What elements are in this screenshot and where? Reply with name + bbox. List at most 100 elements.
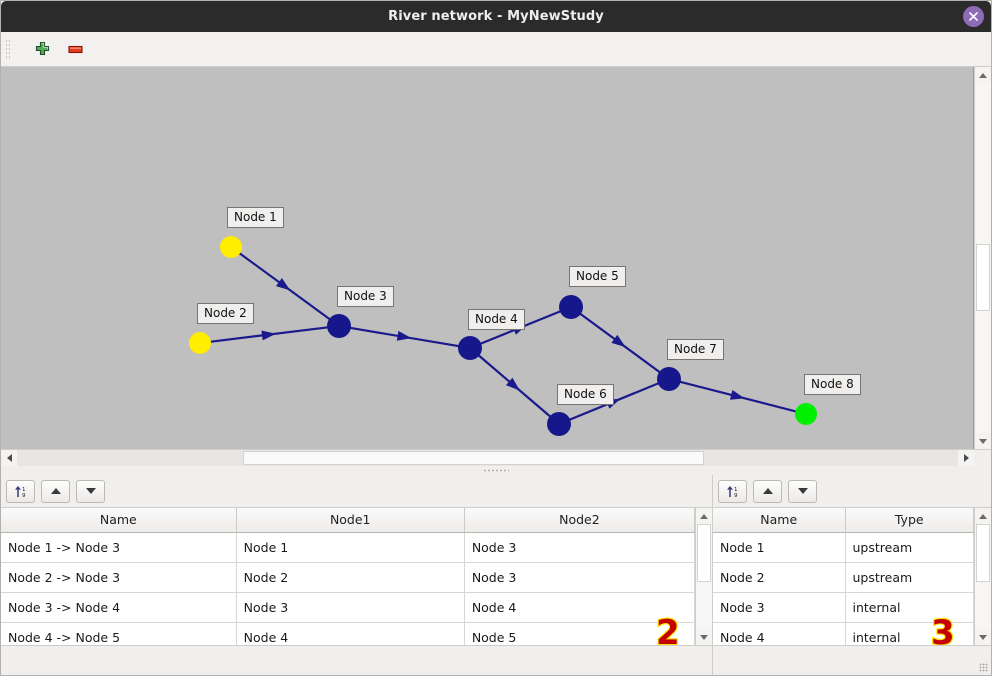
arrow-up-icon [763,488,773,494]
table-row[interactable]: Node 4internal [713,622,973,645]
reaches-vscroll-track[interactable] [696,524,712,629]
table-row[interactable]: Node 4 -> Node 5Node 4Node 5 [1,622,695,645]
table-cell[interactable]: internal [845,622,973,645]
pane-splitter[interactable] [1,466,991,475]
graph-node[interactable] [657,367,681,391]
column-header[interactable]: Node1 [236,508,464,532]
nodes-toolbar: 1 9 [713,475,991,507]
graph-node[interactable] [458,336,482,360]
table-cell[interactable]: Node 2 [713,562,845,592]
table-cell[interactable]: Node 3 [464,562,694,592]
add-node-button[interactable] [28,35,56,63]
reaches-table-scroll: NameNode1Node2 Node 1 -> Node 3Node 1Nod… [1,508,695,645]
table-cell[interactable]: Node 3 [713,592,845,622]
scroll-up-button[interactable] [975,67,991,83]
canvas-hscroll-track[interactable] [17,450,958,466]
nodes-table[interactable]: NameType Node 1upstreamNode 2upstreamNod… [713,508,974,645]
table-row[interactable]: Node 2 -> Node 3Node 2Node 3 [1,562,695,592]
node-label[interactable]: Node 7 [667,339,724,360]
green-plus-icon [34,41,51,58]
nodes-table-wrap: NameType Node 1upstreamNode 2upstreamNod… [713,507,991,645]
nodes-pane: 1 9 NameType Node 1upstreamNode 2upstre [712,475,991,675]
triangle-up-icon [979,514,987,519]
table-cell[interactable]: Node 4 [236,622,464,645]
table-cell[interactable]: Node 3 [464,532,694,562]
column-header[interactable]: Node2 [464,508,694,532]
reaches-move-up-button[interactable] [41,480,70,503]
arrow-down-icon [86,488,96,494]
node-label[interactable]: Node 4 [468,309,525,330]
table-cell[interactable]: Node 3 [236,592,464,622]
reaches-table[interactable]: NameNode1Node2 Node 1 -> Node 3Node 1Nod… [1,508,695,645]
table-cell[interactable]: Node 2 -> Node 3 [1,562,236,592]
table-row[interactable]: Node 1upstream [713,532,973,562]
scroll-down-button[interactable] [975,433,991,449]
scrollbar-corner [974,450,991,466]
table-cell[interactable]: upstream [845,532,973,562]
table-cell[interactable]: Node 4 [464,592,694,622]
nodes-move-up-button[interactable] [753,480,782,503]
table-row[interactable]: Node 3internal [713,592,973,622]
table-row[interactable]: Node 1 -> Node 3Node 1Node 3 [1,532,695,562]
window-title: River network - MyNewStudy [388,9,604,24]
table-cell[interactable]: Node 1 [713,532,845,562]
canvas-vscroll-track[interactable] [975,83,991,433]
scroll-right-button[interactable] [958,450,974,466]
triangle-up-icon [979,73,987,78]
scroll-left-button[interactable] [1,450,17,466]
column-header[interactable]: Name [1,508,236,532]
graph-node[interactable] [327,314,351,338]
nodes-sort-button[interactable]: 1 9 [718,480,747,503]
remove-node-button[interactable] [61,35,89,63]
reaches-scroll-up-button[interactable] [696,508,712,524]
table-cell[interactable]: Node 2 [236,562,464,592]
graph-node[interactable] [547,412,571,436]
graph-node[interactable] [189,332,211,354]
canvas-hscroll-thumb[interactable] [243,451,704,465]
node-label[interactable]: Node 6 [557,384,614,405]
canvas-vertical-scrollbar[interactable] [974,67,991,449]
canvas-horizontal-scrollbar[interactable] [1,449,991,466]
red-minus-icon [67,41,84,58]
toolbar-grip[interactable] [5,39,12,59]
triangle-down-icon [979,635,987,640]
window-resize-grip[interactable] [979,663,988,672]
node-label[interactable]: Node 1 [227,207,284,228]
table-cell[interactable]: Node 5 [464,622,694,645]
table-row[interactable]: Node 3 -> Node 4Node 3Node 4 [1,592,695,622]
table-header-row: NameType [713,508,973,532]
reaches-vscroll-thumb[interactable] [697,524,711,582]
triangle-down-icon [700,635,708,640]
column-header[interactable]: Type [845,508,973,532]
reaches-sort-button[interactable]: 1 9 [6,480,35,503]
nodes-vertical-scrollbar[interactable] [974,508,991,645]
svg-text:9: 9 [734,493,738,499]
reaches-scroll-down-button[interactable] [696,629,712,645]
nodes-scroll-up-button[interactable] [975,508,991,524]
table-cell[interactable]: upstream [845,562,973,592]
reaches-move-down-button[interactable] [76,480,105,503]
graph-node[interactable] [795,403,817,425]
table-row[interactable]: Node 2upstream [713,562,973,592]
close-button[interactable] [963,6,984,27]
graph-node[interactable] [559,295,583,319]
table-cell[interactable]: Node 1 -> Node 3 [1,532,236,562]
node-label[interactable]: Node 2 [197,303,254,324]
node-label[interactable]: Node 5 [569,266,626,287]
reaches-vertical-scrollbar[interactable] [695,508,712,645]
table-cell[interactable]: Node 4 [713,622,845,645]
node-label[interactable]: Node 8 [804,374,861,395]
nodes-vscroll-thumb[interactable] [976,524,990,582]
nodes-scroll-down-button[interactable] [975,629,991,645]
table-cell[interactable]: Node 1 [236,532,464,562]
graph-node[interactable] [220,236,242,258]
nodes-move-down-button[interactable] [788,480,817,503]
node-label[interactable]: Node 3 [337,286,394,307]
table-cell[interactable]: Node 4 -> Node 5 [1,622,236,645]
canvas-vscroll-thumb[interactable] [976,244,990,311]
network-canvas[interactable]: Node 1 Node 2 Node 3 Node 4 Node 5 Node 6 Node… [1,67,974,449]
table-cell[interactable]: internal [845,592,973,622]
table-cell[interactable]: Node 3 -> Node 4 [1,592,236,622]
column-header[interactable]: Name [713,508,845,532]
nodes-vscroll-track[interactable] [975,524,991,629]
